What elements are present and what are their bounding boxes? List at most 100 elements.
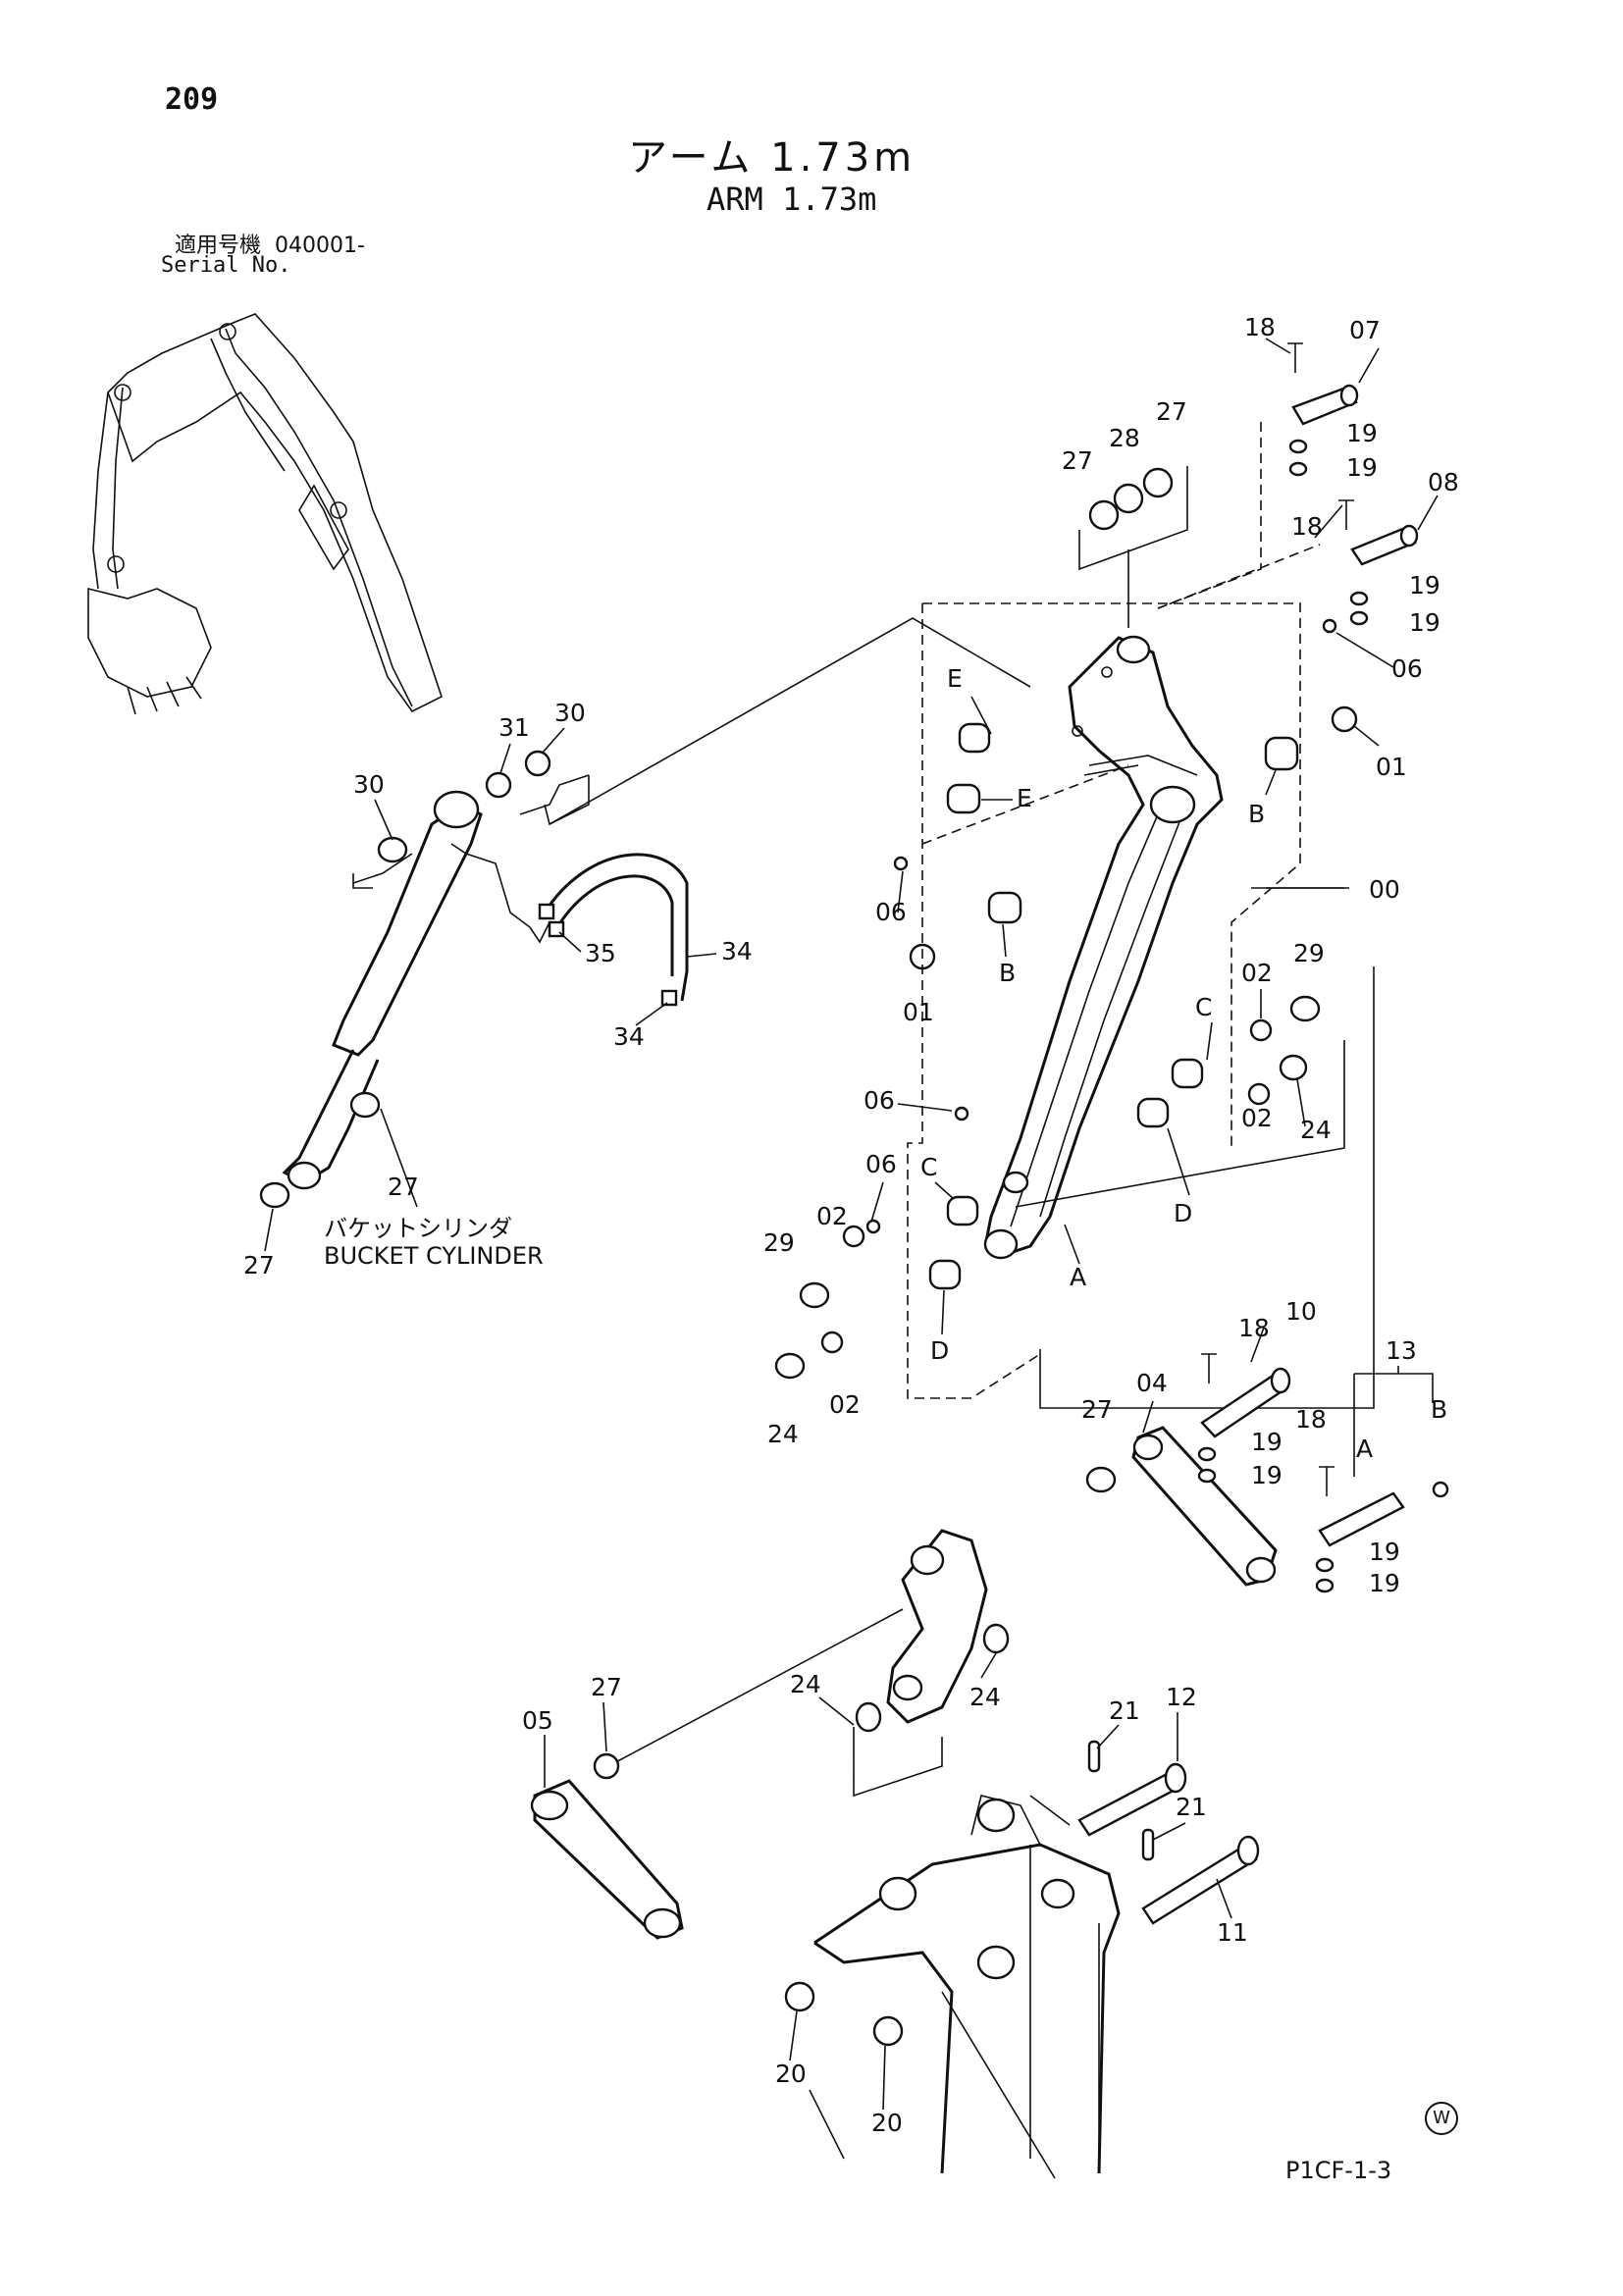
page-number: 209 [165,82,219,117]
callout-d: D [1174,1199,1192,1227]
callout-02: 02 [829,1390,861,1419]
callout-19: 19 [1409,571,1440,600]
grease-06-low [865,1219,881,1234]
link-05 [530,1752,684,1940]
callout-b: B [1431,1395,1447,1424]
callout-30: 30 [554,699,586,727]
callout-27: 27 [243,1251,275,1279]
callout-19: 19 [1409,608,1440,637]
callout-18: 18 [1238,1314,1270,1342]
callout-31: 31 [498,713,530,742]
callout-c: C [920,1153,937,1181]
callout-a: A [1070,1263,1086,1291]
callout-c: C [1195,993,1212,1021]
callout-18: 18 [1295,1405,1327,1434]
callout-e: E [947,664,963,693]
arm-bottom-end [784,1795,1121,2179]
callout-21: 21 [1176,1793,1207,1821]
bucket-link-bracket [607,1529,1010,1798]
leader-lines [264,338,1439,2111]
pins-lower [1077,1740,1260,1925]
callout-34: 34 [613,1022,645,1051]
callout-06: 06 [864,1086,895,1115]
pins-upper-right [1157,342,1419,626]
callout-19: 19 [1369,1569,1400,1597]
bolt-18-b [1338,499,1354,530]
serial-label-japanese: 適用号機 040001- [175,228,365,259]
title-japanese: アーム 1.73m [628,135,916,181]
bushing-d-left [928,1259,962,1290]
callout-19: 19 [1346,419,1378,447]
bushing-e-lower [946,783,981,814]
bushing-d-right [1136,1097,1170,1128]
callout-27: 27 [1062,446,1093,475]
ring-29-right [1289,995,1321,1022]
arm-body [983,635,1224,1260]
oring-24-left [774,1352,806,1380]
callout-24: 24 [767,1420,799,1448]
title-english: ARM 1.73m [707,181,877,218]
callout-27: 27 [1156,397,1187,426]
shim-02-a [1249,1018,1273,1042]
callout-12: 12 [1166,1683,1197,1711]
excavator-thumbnail [87,313,443,715]
grease-06-mid [954,1106,969,1122]
callout-24: 24 [790,1670,821,1698]
callout-29: 29 [763,1228,795,1257]
callout-02: 02 [1241,1104,1273,1132]
bushing-b-right [1264,736,1299,771]
callout-d: D [930,1336,949,1365]
callout-19: 19 [1251,1428,1283,1456]
callout-28: 28 [1109,424,1140,452]
serial-label-jp-text: 適用号機 [175,234,262,258]
callout-11: 11 [1217,1918,1248,1947]
callout-10: 10 [1285,1297,1317,1326]
bucket-cylinder [259,617,1031,1209]
callout-05: 05 [522,1706,553,1735]
callout-b: B [999,959,1016,987]
bushing-c-left [946,1195,979,1226]
arm-bushings [774,618,1358,1380]
callout-02: 02 [816,1202,848,1230]
callout-30: 30 [353,770,385,799]
grease-06-left [893,856,909,871]
bucket-cylinder-label-en: BUCKET CYLINDER [324,1242,544,1270]
serial-value: 040001- [275,234,365,258]
callout-35: 35 [585,939,616,967]
shim-02-d [820,1331,844,1354]
oring-24-right [1279,1054,1308,1081]
callout-06: 06 [1391,654,1423,683]
callout-27: 27 [1081,1395,1113,1424]
callout-07: 07 [1349,316,1381,344]
callout-24: 24 [969,1683,1001,1711]
callout-04: 04 [1136,1369,1168,1397]
callout-a: A [1356,1435,1373,1463]
callout-06: 06 [875,898,907,926]
ring-29-left [799,1281,830,1309]
callout-01: 01 [1376,753,1407,781]
callout-06: 06 [865,1150,897,1178]
grease-06-right [1322,618,1337,634]
callout-e: E [1017,784,1032,812]
callout-18: 18 [1291,512,1323,541]
link-04-assembly [1085,1353,1449,1593]
callout-21: 21 [1109,1696,1140,1725]
callout-01: 01 [903,998,934,1026]
bolt-18-d [1319,1466,1335,1496]
callout-19: 19 [1346,453,1378,482]
callout-18: 18 [1244,313,1276,341]
callout-27: 27 [591,1673,622,1701]
serial-label-english: Serial No. [161,253,291,278]
callout-29: 29 [1293,939,1325,967]
spacer-01-right [1331,705,1358,733]
callout-b: B [1248,800,1265,828]
callout-34: 34 [721,937,753,965]
callout-20: 20 [775,2060,807,2088]
bushing-e-upper [958,722,991,754]
callout-13: 13 [1386,1336,1417,1365]
callout-20: 20 [871,2109,903,2137]
callout-00: 00 [1369,875,1400,904]
callout-08: 08 [1428,468,1459,496]
callout-24: 24 [1300,1116,1332,1144]
